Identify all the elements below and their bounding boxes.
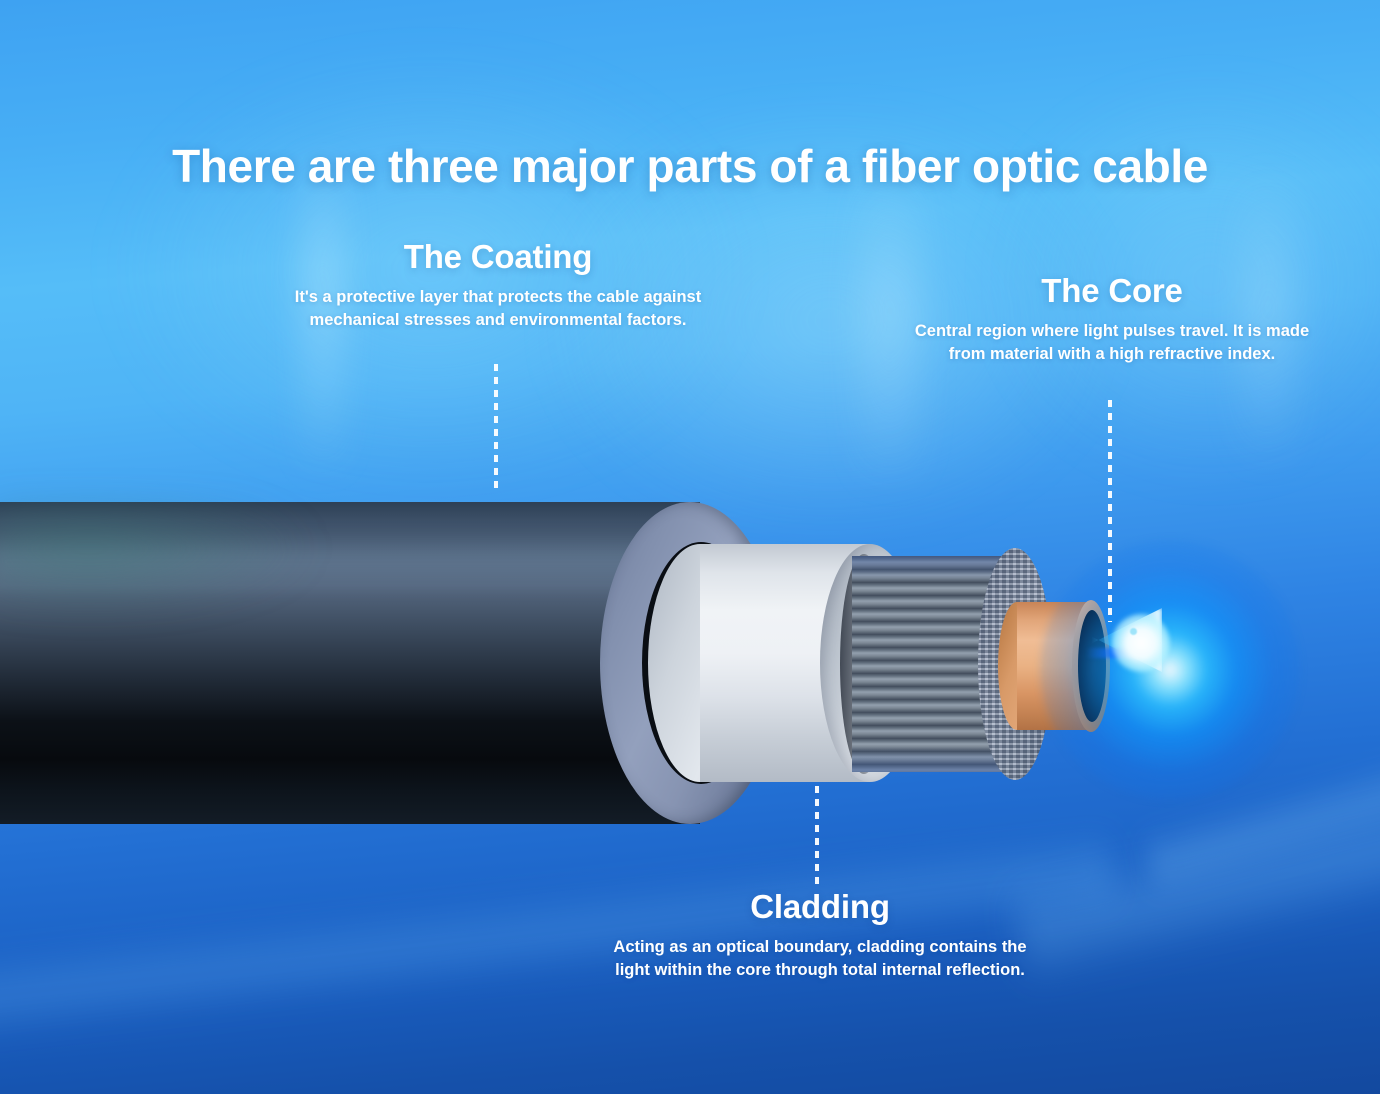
- page-title: There are three major parts of a fiber o…: [172, 139, 1208, 192]
- callout-cladding-body: Acting as an optical boundary, cladding …: [613, 938, 1027, 980]
- callout-core-body: Central region where light pulses travel…: [914, 322, 1310, 364]
- callout-coating-body: It's a protective layer that protects th…: [294, 288, 702, 330]
- callout-cladding: Cladding Acting as an optical boundary, …: [596, 888, 1044, 983]
- fiber-optic-cable-illustration: [0, 488, 1260, 838]
- callout-cladding-heading: Cladding: [750, 888, 890, 925]
- leader-line-cladding: [815, 786, 819, 886]
- leader-line-core: [1108, 400, 1112, 622]
- light-hotspot: [1112, 614, 1170, 672]
- light-glow-halo: [1040, 540, 1300, 800]
- cable-outer-jacket: [0, 502, 700, 824]
- cable-jacket-green-sheen: [0, 504, 320, 614]
- leader-line-coating: [494, 364, 498, 490]
- callout-coating-heading: The Coating: [403, 238, 593, 275]
- callout-core: The Core Central region where light puls…: [912, 272, 1312, 367]
- callout-coating: The Coating It's a protective layer that…: [276, 238, 720, 333]
- light-spark: [1130, 628, 1137, 635]
- background-streak-2: [860, 160, 920, 490]
- callout-core-heading: The Core: [1041, 272, 1183, 309]
